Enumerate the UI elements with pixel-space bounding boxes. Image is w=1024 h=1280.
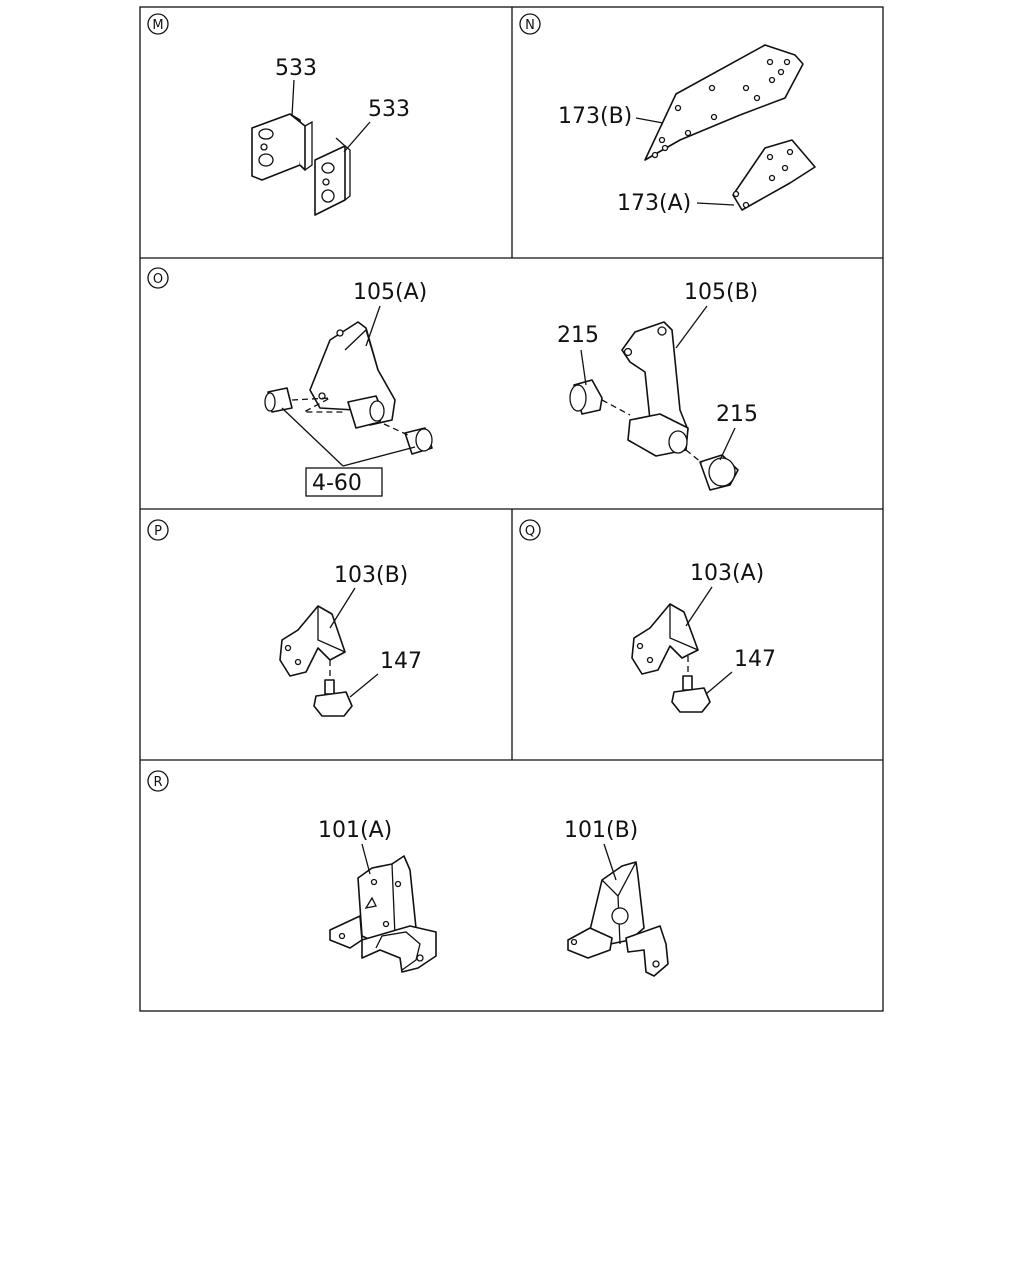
mount-103-a [631, 603, 699, 675]
callout-101-a: 101(A) [318, 818, 392, 843]
callouts-n: 173(B) 173(A) [558, 104, 735, 216]
callout-147-q: 147 [734, 647, 776, 672]
section-o-badge: O [147, 267, 169, 289]
svg-text:N: N [525, 18, 535, 33]
diagram-frame [139, 6, 884, 1012]
bushing-215-right [685, 449, 739, 491]
callout-533-b: 533 [368, 97, 410, 122]
svg-text:M: M [152, 18, 163, 33]
rubber-stop-147-p [313, 660, 353, 717]
callouts-m: 533 533 [275, 56, 410, 153]
mount-103-b [279, 605, 346, 677]
callouts-r: 101(A) 101(B) [318, 818, 638, 881]
rubber-stop-147-q [671, 656, 711, 713]
plate-173-b [644, 44, 804, 161]
plate-173-a [732, 139, 816, 211]
arm-105-b [621, 321, 689, 457]
callouts-p: 103(B) 147 [329, 563, 422, 698]
callouts-q: 103(A) 147 [685, 561, 776, 695]
section-r-badge: R [147, 770, 169, 792]
section-p-badge: P [147, 519, 169, 541]
svg-text:P: P [154, 524, 162, 539]
bushing-215-left [569, 379, 631, 416]
svg-text:O: O [153, 272, 163, 287]
bracket-101-a [329, 855, 437, 973]
section-q-badge: Q [519, 519, 541, 541]
callout-103-a: 103(A) [690, 561, 764, 586]
callout-105-a: 105(A) [353, 280, 427, 305]
section-o: O [147, 267, 758, 497]
callout-103-b: 103(B) [334, 563, 408, 588]
callout-215-right: 215 [716, 402, 758, 427]
svg-text:R: R [153, 775, 162, 790]
arm-105-a [309, 321, 396, 429]
bracket-533-front [314, 137, 351, 216]
section-q: Q 103(A) 147 [519, 519, 776, 713]
section-p: P 103(B) 147 [147, 519, 422, 717]
callout-173-b: 173(B) [558, 104, 632, 129]
section-m-badge: M [147, 13, 169, 35]
section-n-badge: N [519, 13, 541, 35]
callout-533-a: 533 [275, 56, 317, 81]
callouts-o: 105(A) 105(B) 215 215 4-60 [281, 280, 758, 497]
callout-101-b: 101(B) [564, 818, 638, 843]
ref-4-60: 4-60 [312, 471, 362, 496]
svg-text:Q: Q [525, 524, 535, 539]
callout-147-p: 147 [380, 649, 422, 674]
ref-4-60-box [305, 467, 383, 497]
callout-173-a: 173(A) [617, 191, 691, 216]
bracket-101-b [567, 861, 669, 977]
section-m: M 533 533 [147, 13, 410, 216]
callout-215-left: 215 [557, 323, 599, 348]
bracket-533-rear [251, 113, 313, 181]
section-r: R 101(A) 101(B) [147, 770, 669, 977]
section-n: N 173(B) [519, 13, 816, 216]
callout-105-b: 105(B) [684, 280, 758, 305]
